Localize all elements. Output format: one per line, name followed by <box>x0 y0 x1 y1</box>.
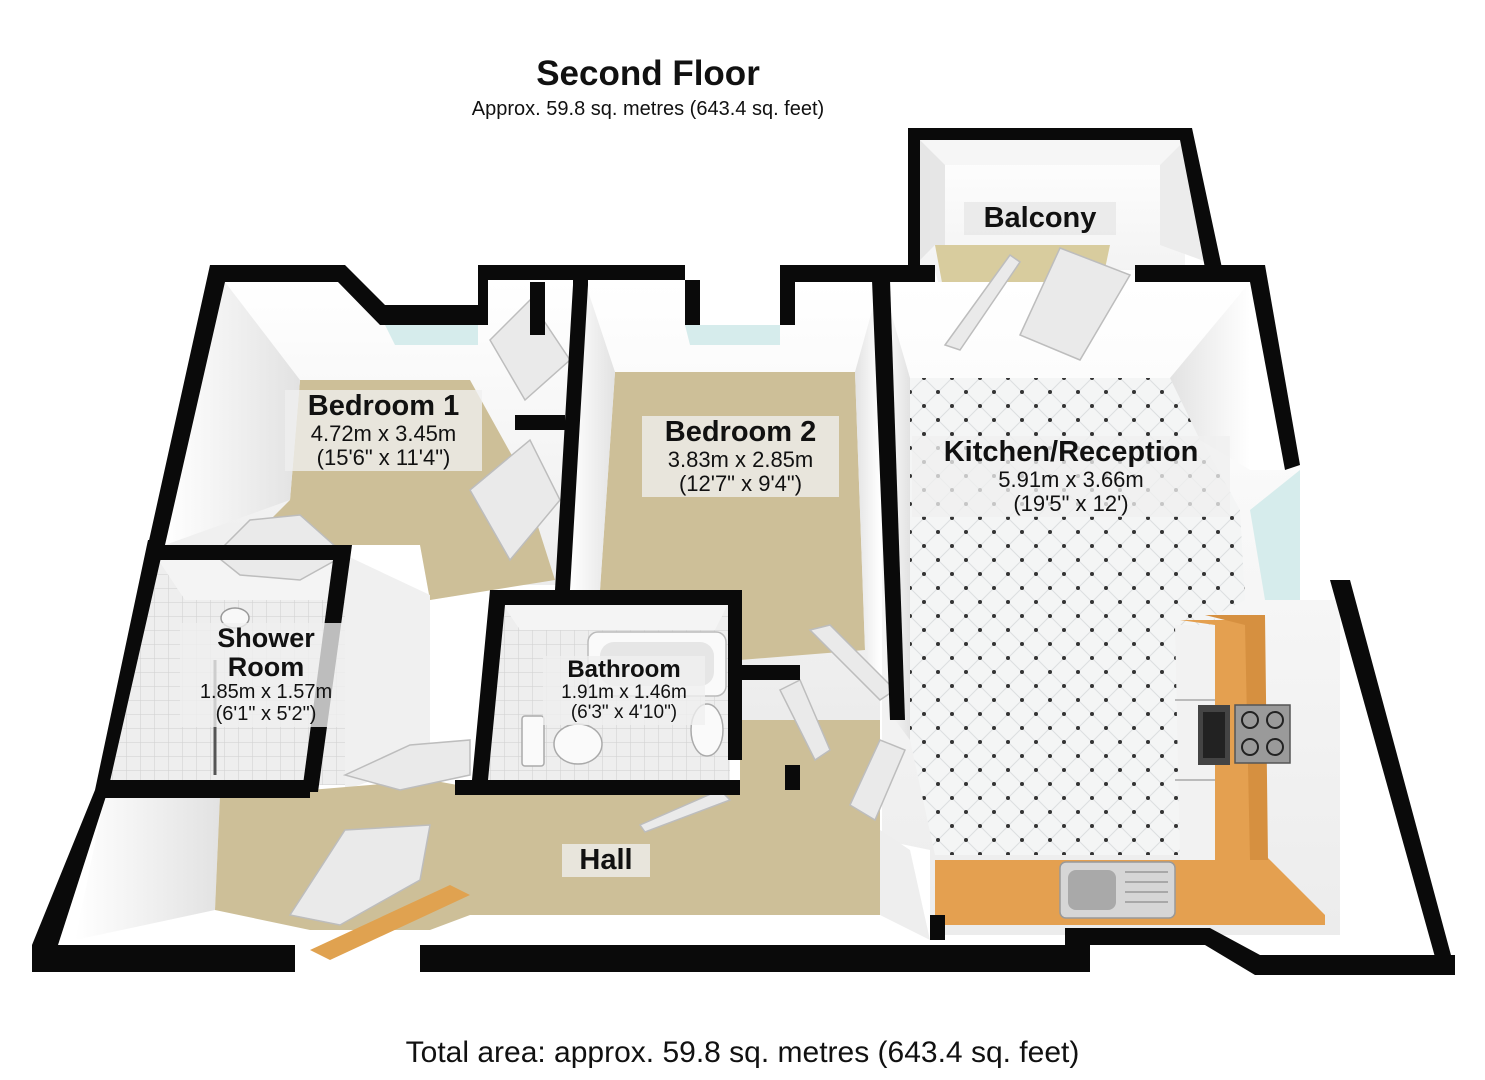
floor-area-subtitle: Approx. 59.8 sq. metres (643.4 sq. feet) <box>471 98 825 120</box>
bathroom-imperial: (6'3" x 4'10") <box>570 702 678 724</box>
shower-room-name-line1: Shower <box>217 623 315 653</box>
balcony-label: Balcony <box>964 202 1116 236</box>
bedroom-2-metric: 3.83m x 2.85m <box>667 447 814 473</box>
shower-room-label: Shower Room 1.85m x 1.57m (6'1" x 5'2") <box>180 623 352 727</box>
hall-name: Hall <box>579 844 633 876</box>
doors <box>213 247 1132 926</box>
bedroom-1-imperial: (15'6" x 11'4") <box>316 445 451 471</box>
bedroom-1-metric: 4.72m x 3.45m <box>310 421 457 447</box>
bedroom-2-imperial: (12'7" x 9'4") <box>678 471 803 497</box>
door-mat <box>310 885 470 960</box>
kitchen-reception-name: Kitchen/Reception <box>943 436 1199 468</box>
hall-area <box>75 720 930 940</box>
bedroom-2-label: Bedroom 2 3.83m x 2.85m (12'7" x 9'4") <box>642 416 839 497</box>
kitchen-reception-label: Kitchen/Reception 5.91m x 3.66m (19'5" x… <box>912 436 1230 517</box>
shower-room-imperial: (6'1" x 5'2") <box>215 702 317 725</box>
kitchen-reception-metric: 5.91m x 3.66m <box>998 467 1144 493</box>
bedroom-1-name: Bedroom 1 <box>307 390 460 422</box>
floor-title: Second Floor <box>536 54 760 93</box>
bathroom-metric: 1.91m x 1.46m <box>561 681 687 703</box>
shower-room-name-line2: Room <box>227 652 305 683</box>
bedroom-2-name: Bedroom 2 <box>664 416 817 448</box>
bedroom-1-label: Bedroom 1 4.72m x 3.45m (15'6" x 11'4") <box>285 390 482 471</box>
total-area-caption: Total area: approx. 59.8 sq. metres (643… <box>405 1036 1080 1069</box>
bathroom-label: Bathroom 1.91m x 1.46m (6'3" x 4'10") <box>543 656 705 725</box>
walls <box>32 128 1455 975</box>
balcony-name: Balcony <box>983 202 1097 234</box>
kitchen-reception-imperial: (19'5" x 12') <box>1013 491 1129 517</box>
shower-room-metric: 1.85m x 1.57m <box>199 681 333 704</box>
bathroom-name: Bathroom <box>567 656 681 683</box>
hall-label: Hall <box>562 844 650 878</box>
